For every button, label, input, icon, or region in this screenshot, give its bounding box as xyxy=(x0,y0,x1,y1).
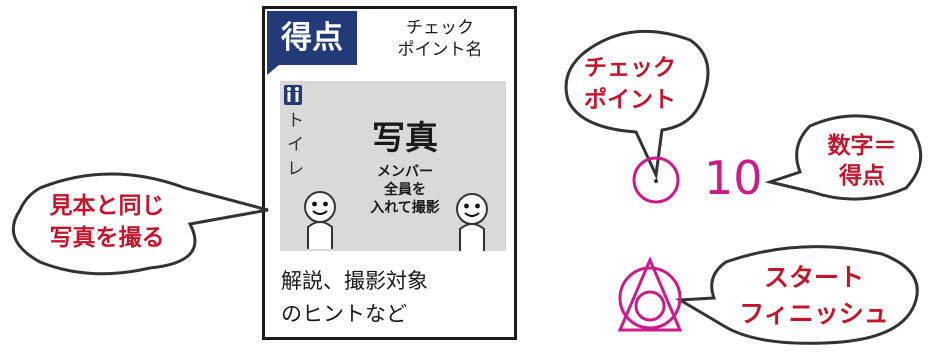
start-finish-inner-circle xyxy=(634,290,666,322)
start-callout-bubble xyxy=(675,245,919,345)
sample-photo-line1: 見本と同じ xyxy=(49,193,165,219)
sample-photo-callout-bubble xyxy=(11,172,269,276)
checkpoint-name-line1: チェック xyxy=(406,18,474,38)
photo-title: 写真 xyxy=(372,118,438,157)
checkpoint-card: 得点 チェック ポイント名 トイレ 写真 メンバー 全員を 入れて撮影 xyxy=(262,6,517,340)
start-line1: スタート xyxy=(763,263,864,292)
checkpoint-name: チェック ポイント名 xyxy=(365,17,515,61)
sample-photo-callout: 見本と同じ 写真を撮る xyxy=(26,190,188,254)
checkpoint-name-line2: ポイント名 xyxy=(397,40,483,60)
number-line1: 数字＝ xyxy=(827,133,897,159)
toilet-icon xyxy=(284,85,302,105)
checkpoint-callout: チェック ポイント xyxy=(560,52,700,116)
card-hint-text: 解説、撮影対象 のヒントなど xyxy=(281,265,511,331)
person-icon-left xyxy=(304,191,336,249)
score-tab-notch xyxy=(267,65,279,75)
photo-desc-line2: 全員を xyxy=(384,182,426,198)
checkpoint-line2: ポイント xyxy=(584,87,676,113)
photo-desc-line3: 入れて撮影 xyxy=(370,200,440,216)
start-line2: フィニッシュ xyxy=(739,299,889,328)
checkpoint-line1: チェック xyxy=(584,55,676,81)
sample-photo-line2: 写真を撮る xyxy=(49,225,165,251)
number-line2: 得点 xyxy=(839,163,885,189)
number-callout-bubble xyxy=(764,114,923,201)
start-finish-circle-mark xyxy=(618,266,682,330)
toilet-label: トイレ xyxy=(287,111,304,179)
number-callout: 数字＝ 得点 xyxy=(806,131,918,191)
checkpoint-circle-mark xyxy=(632,156,680,204)
checkpoint-number: 10 xyxy=(704,151,763,205)
photo-description: メンバー 全員を 入れて撮影 xyxy=(350,163,460,217)
start-finish-callout: スタート フィニッシュ xyxy=(716,260,912,332)
checkpoint-center-dot xyxy=(654,179,658,183)
sample-photo-area: トイレ 写真 メンバー 全員を 入れて撮影 xyxy=(280,81,506,251)
photo-desc-line1: メンバー xyxy=(377,164,433,180)
card-hint-line1: 解説、撮影対象 xyxy=(281,269,428,293)
person-icon-right xyxy=(456,193,488,251)
card-hint-line2: のヒントなど xyxy=(281,302,407,326)
score-label: 得点 xyxy=(267,11,357,65)
start-finish-triangle-mark xyxy=(617,256,683,332)
checkpoint-callout-bubble xyxy=(564,29,710,181)
